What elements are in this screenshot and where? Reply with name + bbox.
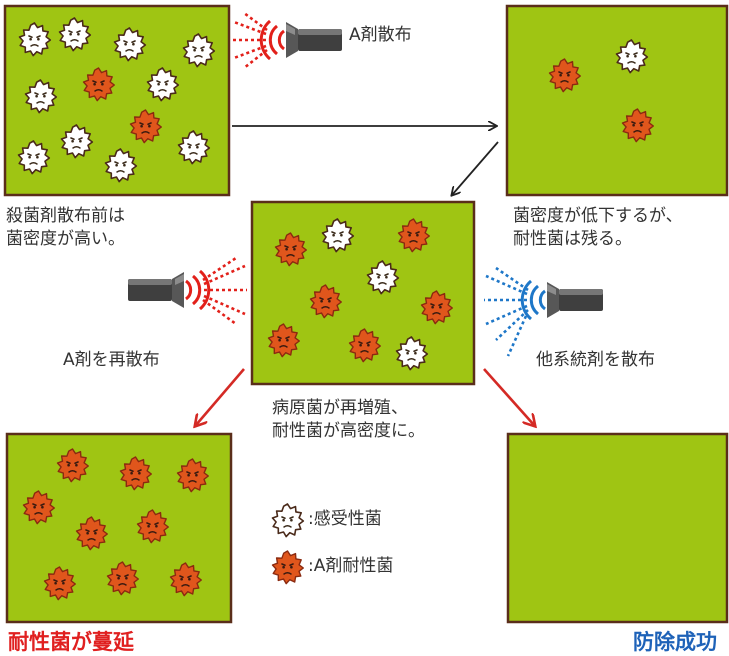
label-after-a-line1: 菌密度が低下するが、 — [513, 206, 683, 226]
outcome-failure: 耐性菌が蔓延 — [8, 630, 134, 654]
arrow-to-spread — [196, 368, 245, 425]
label-after-a-line2: 耐性菌は残る。 — [513, 229, 632, 249]
legend-susceptible-label: :感受性菌 — [308, 509, 382, 529]
panel-regrowth — [250, 200, 476, 386]
label-after-a: 菌密度が低下するが、 耐性菌は残る。 — [513, 205, 683, 251]
panel-initial — [3, 4, 231, 197]
label-before-line1: 殺菌剤散布前は — [6, 206, 125, 226]
sprayer-a-respray — [128, 256, 247, 326]
outcome-success: 防除成功 — [633, 630, 717, 654]
panel-after-spray — [505, 4, 729, 197]
label-respray: A剤を再散布 — [63, 350, 160, 370]
label-before-line2: 菌密度が高い。 — [6, 229, 125, 249]
panel-resistant-spread — [5, 432, 233, 624]
resistant-bacterium-icon — [271, 550, 305, 585]
label-before: 殺菌剤散布前は 菌密度が高い。 — [6, 205, 125, 251]
label-regrowth-line2: 耐性菌が高密度に。 — [272, 421, 425, 441]
arrow-to-controlled — [483, 368, 534, 425]
arrow-to-regrowth — [452, 141, 499, 195]
label-regrowth: 病原菌が再増殖、 耐性菌が高密度に。 — [272, 397, 425, 443]
panel-controlled — [506, 432, 729, 624]
label-spray-a: A剤散布 — [349, 25, 412, 45]
sprayer-a-top — [232, 11, 342, 70]
legend-resistant-label: :A剤耐性菌 — [308, 556, 394, 576]
label-regrowth-line1: 病原菌が再増殖、 — [272, 398, 408, 418]
sprayer-other — [484, 266, 603, 357]
susceptible-bacterium-icon — [271, 503, 305, 538]
label-other-agent: 他系統剤を散布 — [536, 350, 655, 370]
